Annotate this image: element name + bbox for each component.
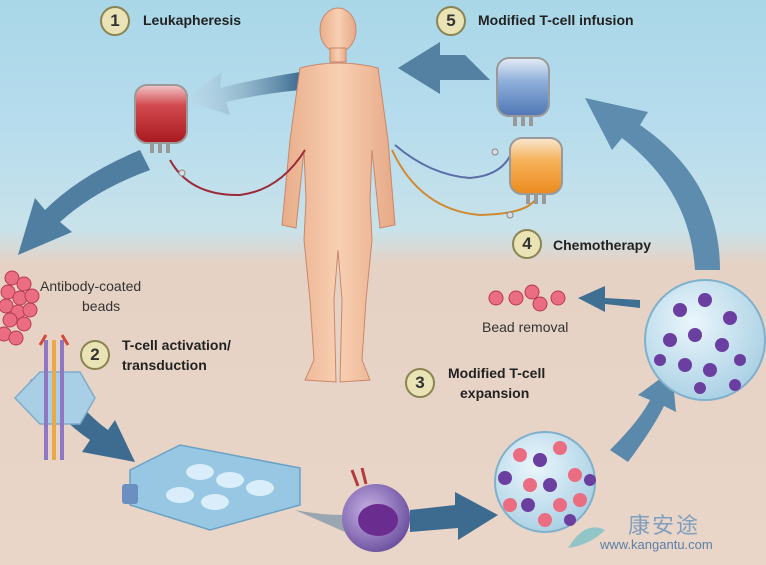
bead-removal-label: Bead removal [482,319,569,335]
step-4-label: Chemotherapy [553,237,652,253]
expansion-sphere [494,431,596,533]
infusion-bag-icon [491,57,550,156]
blood-bag-icon [134,84,188,177]
step-2-badge: 2 [80,340,110,370]
arrow-to-blood-bag [182,72,300,115]
step-5-label: Modified T-cell infusion [478,12,634,28]
watermark-logo-icon [568,527,605,548]
watermark-chinese: 康安途 [628,514,701,539]
watermark-url: www.kangantu.com [600,537,713,552]
arrow-bead-removal [578,286,640,312]
beads-label-line2: beads [82,298,121,314]
step-3-label-line2: expansion [460,385,530,401]
step-3-badge: 3 [405,368,435,398]
step-2-label-line2: transduction [122,357,207,373]
arrow-expansion-up [610,370,676,462]
removed-beads [488,284,566,312]
antibody-beads-cluster [0,270,40,346]
step-5-badge: 5 [436,6,466,36]
arrow-to-beads [18,150,150,255]
culture-flask-icon [122,444,301,531]
step-3-label-line1: Modified T-cell [448,365,546,381]
arrow-to-infusion-bag [585,98,720,270]
arrow-flask-to-cell [295,500,345,532]
arrow-to-patient [398,42,490,94]
beads-label-line1: Antibody-coated [40,278,142,294]
modified-t-cell-icon [342,467,410,552]
step-4-badge: 4 [512,229,542,259]
step-2-label-line1: T-cell activation/ [122,337,231,353]
step-1-badge: 1 [100,6,130,36]
tubing [169,139,536,217]
chemotherapy-bag-icon [506,137,563,219]
patient-figure [281,7,396,383]
step-1-label: Leukapheresis [143,12,242,28]
car-receptor-icon [13,334,96,460]
bead-removed-sphere [644,279,766,401]
arrow-to-expansion [410,492,498,540]
